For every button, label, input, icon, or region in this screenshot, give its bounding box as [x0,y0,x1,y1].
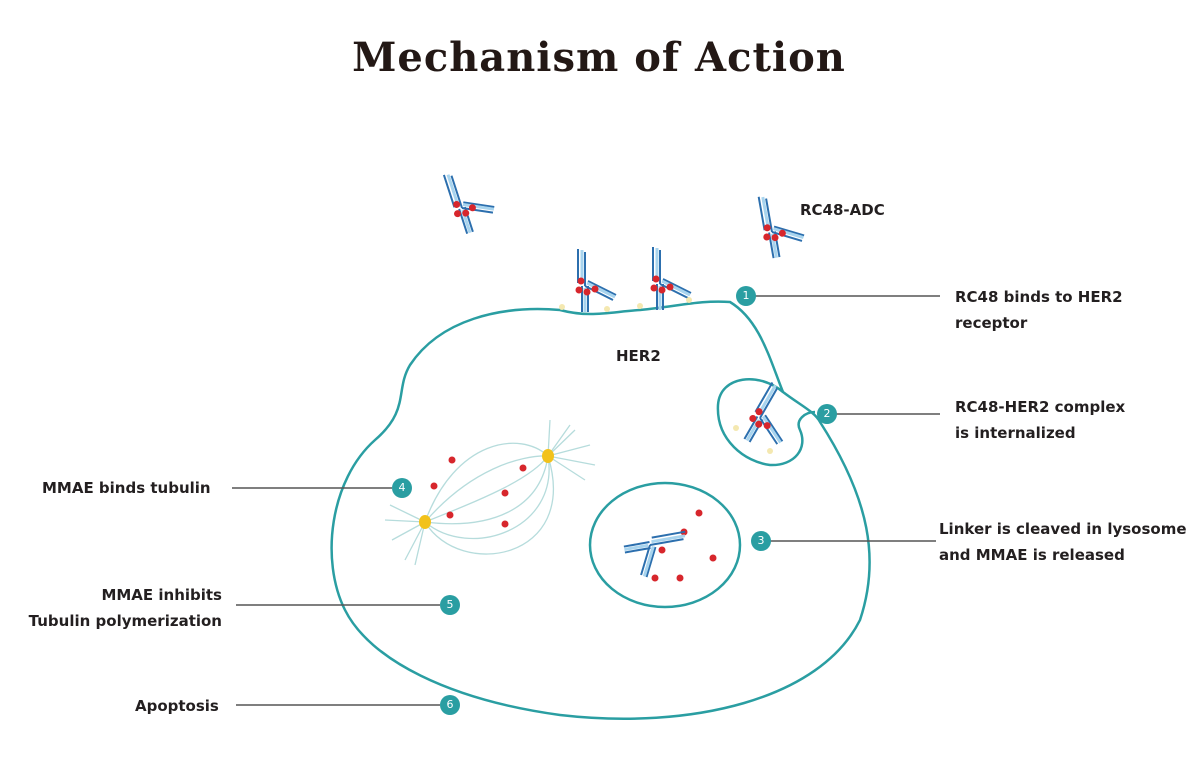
step-5-text: MMAE inhibits Tubulin polymerization [20,582,222,634]
step-6-badge: 6 [440,695,460,715]
mitotic-spindle [384,419,596,566]
step-3-line-2: and MMAE is released [939,546,1125,564]
step-1-badge: 1 [736,286,756,306]
adc-antibody-internalized [739,380,807,458]
step-3-text: Linker is cleaved in lysosome and MMAE i… [939,516,1187,568]
step-5-line-2: Tubulin polymerization [28,612,222,630]
adc-antibody-bound-1 [575,247,618,314]
centrosome-right [542,449,554,463]
step-1-text: RC48 binds to HER2 receptor [955,284,1123,336]
adc-label: RC48-ADC [800,201,885,219]
step-5-badge: 5 [440,595,460,615]
step-4-text: MMAE binds tubulin [42,475,211,501]
step-4-line-1: MMAE binds tubulin [42,479,211,497]
step-6-text: Apoptosis [135,693,219,719]
endosome [716,378,816,467]
step-4-badge: 4 [392,478,412,498]
leader-lines [232,295,940,706]
cell-membrane [330,300,871,720]
page-title: Mechanism of Action [352,34,846,81]
her2-receptor-markers [559,297,773,454]
step-1-line-1: RC48 binds to HER2 [955,288,1123,306]
adc-antibody-free-2 [757,188,809,261]
centrosome-left [419,515,431,529]
step-2-text: RC48-HER2 complex is internalized [955,394,1125,446]
adc-antibody-bound-2 [650,245,693,312]
adc-antibody-free-1 [442,161,502,237]
step-3-badge: 3 [751,531,771,551]
step-6-line-1: Apoptosis [135,697,219,715]
step-3-line-1: Linker is cleaved in lysosome [939,520,1187,538]
step-2-badge: 2 [817,404,837,424]
step-1-line-2: receptor [955,314,1028,332]
lysosome [588,481,742,609]
step-5-line-1: MMAE inhibits [101,586,222,604]
mmae-payload-dots [430,456,717,582]
her2-label: HER2 [616,347,661,365]
step-2-line-1: RC48-HER2 complex [955,398,1126,416]
step-2-line-2: is internalized [955,424,1076,442]
